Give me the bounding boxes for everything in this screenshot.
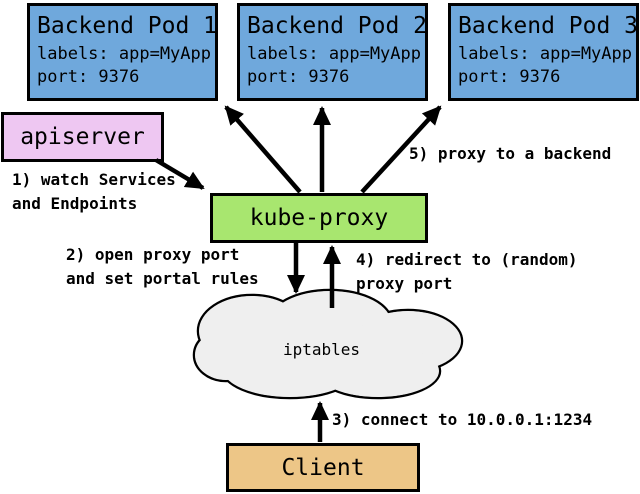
client-label: Client <box>281 454 365 481</box>
backend-pod-2-title: Backend Pod 2 <box>247 13 428 39</box>
backend-pod-2-port: port: 9376 <box>247 67 350 87</box>
step-2-open-proxy-port-label: 2) open proxy port and set portal rules <box>66 245 259 288</box>
backend-pod-2-labels: labels: app=MyApp <box>247 44 421 64</box>
backend-pod-3-title: Backend Pod 3 <box>458 13 639 39</box>
backend-pod-3-labels: labels: app=MyApp <box>458 44 632 64</box>
backend-pod-2-box: Backend Pod 2 labels: app=MyApp port: 93… <box>237 3 428 101</box>
backend-pod-3-box: Backend Pod 3 labels: app=MyApp port: 93… <box>448 3 639 101</box>
step-1-watch-services-label: 1) watch Services and Endpoints <box>12 170 176 213</box>
backend-pod-1-box: Backend Pod 1 labels: app=MyApp port: 93… <box>27 3 218 101</box>
backend-pod-1-port: port: 9376 <box>37 67 140 87</box>
apiserver-label: apiserver <box>20 124 145 150</box>
kube-proxy-label: kube-proxy <box>249 205 389 231</box>
backend-pod-1-labels: labels: app=MyApp <box>37 44 211 64</box>
step-4-redirect-label: 4) redirect to (random) proxy port <box>356 250 578 293</box>
kube-proxy-box: kube-proxy <box>210 193 428 243</box>
step-3-connect-label: 3) connect to 10.0.0.1:1234 <box>332 410 593 429</box>
apiserver-box: apiserver <box>1 112 164 162</box>
iptables-label: iptables <box>283 340 361 359</box>
backend-pod-1-title: Backend Pod 1 <box>37 13 218 39</box>
backend-pod-3-port: port: 9376 <box>458 67 561 87</box>
step-5-proxy-backend-label: 5) proxy to a backend <box>409 144 612 163</box>
client-box: Client <box>226 443 420 492</box>
arrow-kube-proxy-to-pod-1 <box>224 105 302 194</box>
